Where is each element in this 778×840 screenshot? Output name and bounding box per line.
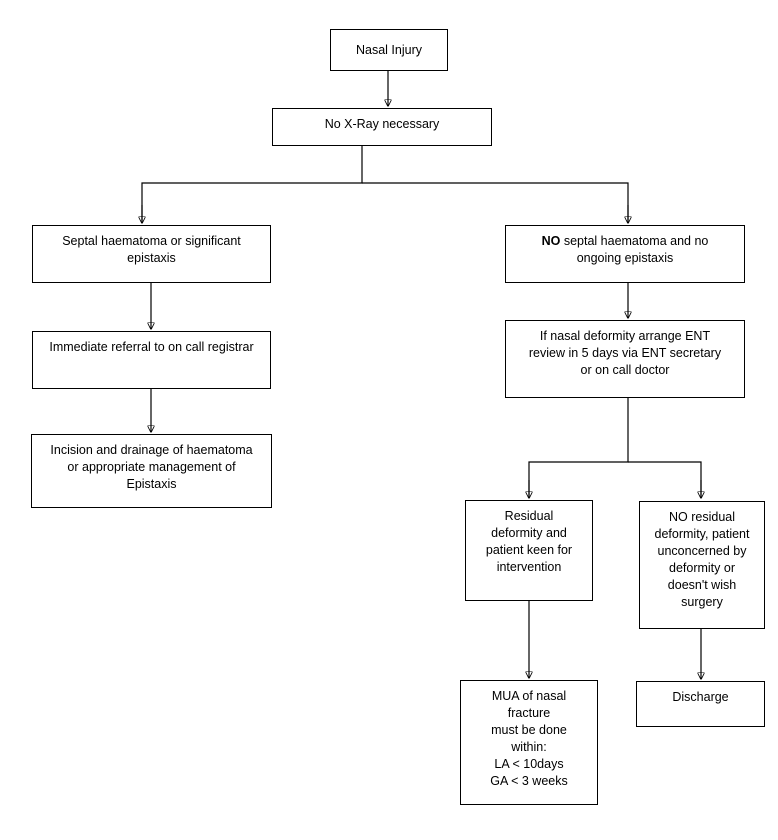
node-ent-review[interactable]: If nasal deformity arrange ENT review in…	[505, 320, 745, 398]
node-immediate-referral[interactable]: Immediate referral to on call registrar	[32, 331, 271, 389]
node-mua-nasal-fracture[interactable]: MUA of nasal fracture must be done withi…	[460, 680, 598, 805]
node-no-septal-haematoma[interactable]: NO septal haematoma and no ongoing epist…	[505, 225, 745, 283]
edge-split-bar-right	[362, 182, 629, 221]
node-residual-deformity[interactable]: Residual deformity and patient keen for …	[465, 500, 593, 601]
node-no-septal-emphasis: NO	[541, 234, 561, 248]
node-no-xray-necessary[interactable]: No X-Ray necessary	[272, 108, 492, 146]
node-incision-drainage[interactable]: Incision and drainage of haematoma or ap…	[31, 434, 272, 508]
node-no-residual-deformity[interactable]: NO residual deformity, patient unconcern…	[639, 501, 765, 629]
node-discharge[interactable]: Discharge	[636, 681, 765, 727]
node-no-septal-text: septal haematoma and no ongoing epistaxi…	[563, 234, 709, 265]
edge-split2-bar-right	[628, 461, 702, 496]
node-nasal-injury[interactable]: Nasal Injury	[330, 29, 448, 71]
node-septal-haematoma[interactable]: Septal haematoma or significant epistaxi…	[32, 225, 271, 283]
edge-no-xray-to-split-bar	[141, 145, 363, 221]
edge-ent-review-to-split-bar	[528, 398, 629, 496]
